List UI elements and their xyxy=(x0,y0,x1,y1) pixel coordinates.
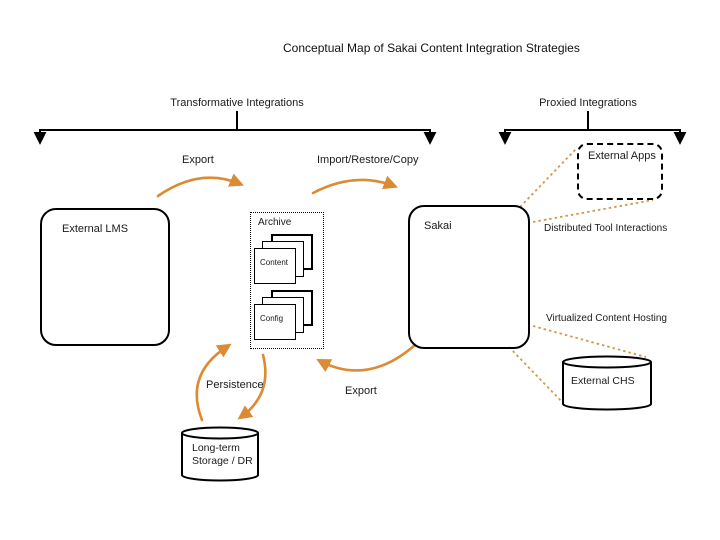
config-stack-front-sheet: Config xyxy=(254,304,296,340)
dotted-link-virtualized-hosting-bottom xyxy=(508,346,566,406)
content-stack-label: Content xyxy=(260,258,289,267)
external-chs-cylinder-body xyxy=(562,362,652,411)
external-lms-box: External LMS xyxy=(40,208,170,346)
long-term-storage-cylinder xyxy=(181,426,259,482)
arrow-export-lms-to-archive xyxy=(156,173,244,198)
dotted-link-virtualized-hosting-top xyxy=(532,325,647,358)
export-bottom-label: Export xyxy=(345,385,377,397)
archive-label: Archive xyxy=(258,217,292,228)
persistence-label: Persistence xyxy=(206,379,264,391)
slide-title: Conceptual Map of Sakai Content Integrat… xyxy=(283,41,580,55)
virtualized-content-hosting-label: Virtualized Content Hosting xyxy=(546,313,667,324)
long-term-storage-label-line1: Long-term xyxy=(192,442,240,454)
content-stack-front-sheet: Content xyxy=(254,248,296,284)
import-restore-copy-label: Import/Restore/Copy xyxy=(317,154,419,166)
dotted-link-distributed-tools xyxy=(532,199,654,223)
config-stack-label: Config xyxy=(260,314,284,323)
external-chs-cylinder xyxy=(562,355,652,411)
long-term-storage-cylinder-body xyxy=(181,433,259,482)
external-chs-cylinder-top xyxy=(562,355,652,369)
sakai-box: Sakai xyxy=(408,205,530,349)
archive-box: Archive xyxy=(250,212,324,349)
arrow-import-restore-copy xyxy=(311,175,399,195)
external-apps-label: External Apps xyxy=(588,150,656,162)
content-stack: Content xyxy=(254,234,318,288)
long-term-storage-label: Long-term Storage / DR xyxy=(192,442,253,467)
transformative-integrations-label: Transformative Integrations xyxy=(170,97,304,109)
distributed-tool-interactions-label: Distributed Tool Interactions xyxy=(544,223,668,234)
sakai-label: Sakai xyxy=(424,220,452,232)
external-lms-label: External LMS xyxy=(62,223,129,235)
arrow-export-sakai-to-archive xyxy=(316,343,417,372)
export-top-label: Export xyxy=(182,154,214,166)
dotted-link-sakai-externalapps-top xyxy=(519,148,577,208)
arrow-persistence-up xyxy=(195,343,232,422)
long-term-storage-label-line2: Storage / DR xyxy=(192,454,253,467)
external-apps-box: External Apps xyxy=(577,143,663,200)
arrow-persistence-down xyxy=(237,353,267,420)
external-chs-label: External CHS xyxy=(571,375,635,387)
config-stack: Config xyxy=(254,290,318,344)
long-term-storage-cylinder-top xyxy=(181,426,259,440)
proxied-integrations-label: Proxied Integrations xyxy=(539,97,637,109)
